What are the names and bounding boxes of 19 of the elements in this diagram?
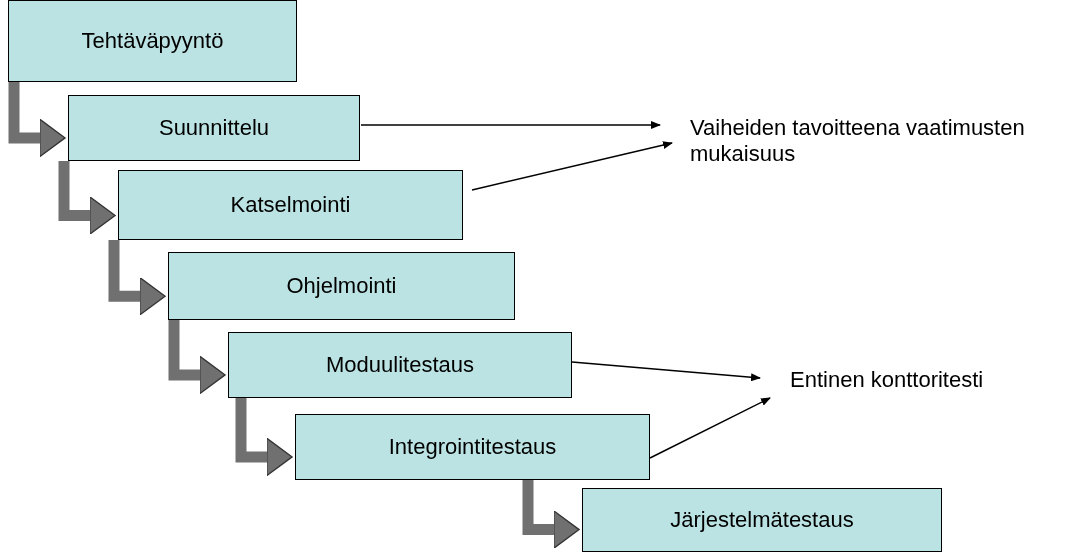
note-text: Vaiheiden tavoitteena vaatimusten mukaisuus [690, 114, 1026, 168]
process-box: Integrointitestaus [295, 414, 650, 480]
arrow [471, 141, 673, 191]
arrow [649, 397, 771, 459]
bent-arrow [108, 240, 166, 316]
bent-arrow [58, 161, 116, 235]
arrow [571, 361, 761, 382]
process-box: Tehtäväpyyntö [8, 0, 297, 82]
bent-arrow [522, 480, 580, 549]
arrow [360, 121, 661, 129]
note-text: Entinen konttoritesti [790, 366, 984, 394]
bent-arrow [235, 398, 293, 477]
process-box: Katselmointi [118, 170, 463, 240]
process-box: Järjestelmätestaus [582, 488, 942, 552]
process-box: Ohjelmointi [168, 252, 515, 320]
process-box: Moduulitestaus [228, 332, 572, 398]
bent-arrow [168, 320, 226, 395]
process-box: Suunnittelu [68, 95, 360, 161]
bent-arrow [8, 82, 66, 158]
